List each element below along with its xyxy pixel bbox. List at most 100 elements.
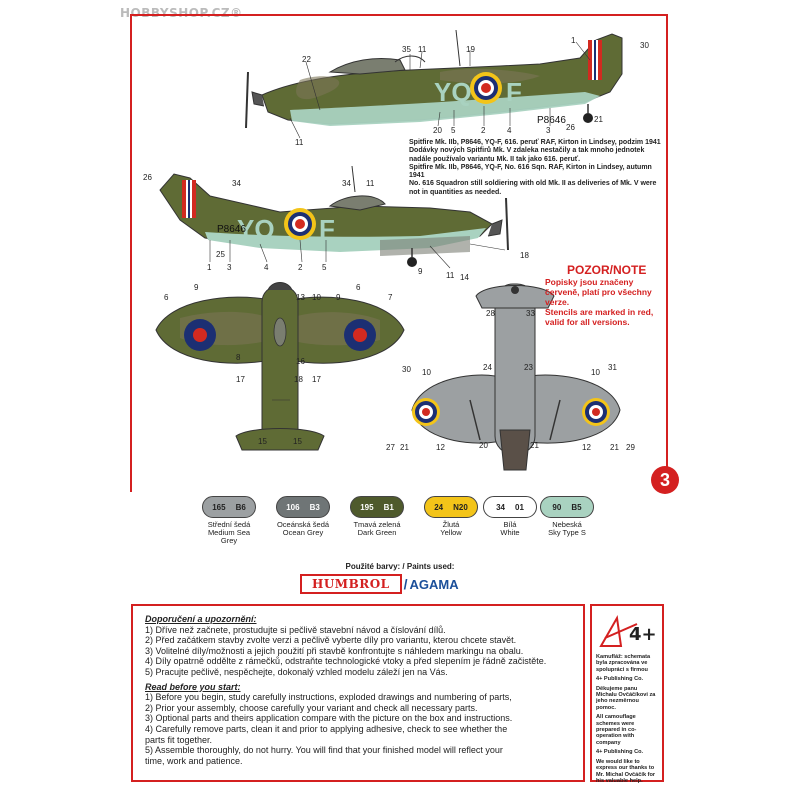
list-item: 4) Díly opatrně oddělte z rámečků, odstr… — [145, 656, 547, 667]
note-line: valid for all versions. — [545, 317, 630, 327]
svg-text:11: 11 — [366, 179, 375, 188]
instructions-list-en: 1) Before you begin, study carefully ins… — [145, 692, 575, 766]
svg-text:21: 21 — [594, 115, 603, 124]
list-item: 2) Před začátkem stavby zvolte verzi a p… — [145, 635, 517, 646]
humbrol-logo: HUMBROL — [300, 574, 402, 594]
svg-text:13: 13 — [296, 293, 305, 302]
svg-text:11: 11 — [418, 45, 427, 54]
note-line: verze. — [545, 297, 570, 307]
list-item: 2) Prior your assembly, choose carefully… — [145, 702, 478, 713]
watermark: HOBBYSHOP.CZ® — [120, 6, 243, 20]
list-item: 1) Before you begin, study carefully ins… — [145, 692, 512, 703]
svg-text:3: 3 — [546, 126, 551, 135]
svg-text:18: 18 — [520, 251, 529, 260]
agama-logo: AGAMA — [409, 576, 459, 592]
svg-text:21: 21 — [530, 441, 539, 450]
svg-text:4: 4 — [264, 263, 269, 272]
svg-text:26: 26 — [143, 173, 152, 182]
side-profile-starboard: YQ F P8646 — [159, 165, 509, 267]
list-item: 5) Assemble thoroughly, do not hurry. Yo… — [145, 745, 503, 756]
svg-text:12: 12 — [436, 443, 445, 452]
svg-text:17: 17 — [312, 375, 321, 384]
list-item: 3) Optional parts and theirs application… — [145, 713, 513, 724]
credits-text: We would like to express our thanks to M… — [596, 758, 656, 784]
4plus-logo: 4+ — [597, 610, 657, 650]
svg-text:20: 20 — [433, 126, 442, 135]
list-item: time, work and patience. — [145, 755, 243, 766]
svg-text:34: 34 — [342, 179, 351, 188]
plan-view-lower — [411, 283, 621, 471]
svg-text:8: 8 — [236, 353, 241, 362]
serial-port: P8646 — [537, 115, 566, 126]
svg-text:9: 9 — [194, 283, 199, 292]
paints-used-heading: Použité barvy: / Paints used: — [345, 562, 455, 571]
svg-text:1: 1 — [207, 263, 212, 272]
variant-caption: Spitfire Mk. IIb, P8646, YQ-F, 616. peru… — [409, 139, 664, 197]
svg-text:17: 17 — [236, 375, 245, 384]
svg-text:1: 1 — [571, 36, 576, 45]
callouts-top: 35 11 19 1 30 22 20 5 2 4 3 26 21 11 — [295, 36, 649, 147]
svg-text:34: 34 — [232, 179, 241, 188]
svg-text:16: 16 — [296, 357, 305, 366]
svg-text:35: 35 — [402, 45, 411, 54]
paint-brands: HUMBROL / AGAMA — [300, 574, 459, 594]
svg-text:10: 10 — [591, 368, 600, 377]
instructions-list-cz: 1) Dříve než začnete, prostudujte si peč… — [145, 625, 575, 678]
credits-text: 4+ Publishing Co. — [596, 676, 644, 683]
svg-text:28: 28 — [486, 309, 495, 318]
svg-text:9: 9 — [418, 267, 423, 276]
svg-text:11: 11 — [295, 138, 304, 147]
svg-text:31: 31 — [608, 363, 617, 372]
caption-text-en: No. 616 Squadron still soldiering with o… — [409, 180, 657, 196]
svg-text:10: 10 — [422, 368, 431, 377]
plan-view-upper — [155, 282, 405, 451]
svg-text:21: 21 — [610, 443, 619, 452]
note-title: POZOR/NOTE — [567, 263, 647, 277]
instructions-box: Doporučení a upozornění: 1) Dříve než za… — [131, 604, 585, 782]
credits-text: Kamufláž: schemata byla zpracována ve sp… — [596, 654, 651, 673]
list-item: parts fit together. — [145, 734, 213, 745]
list-item: 3) Volitelné díly/možnosti a jejich použ… — [145, 645, 524, 656]
instructions-heading-cz: Doporučení a upozornění: — [145, 614, 257, 624]
side-profile-port: YQ F P8646 — [245, 29, 623, 129]
svg-text:30: 30 — [402, 365, 411, 374]
svg-text:27: 27 — [386, 443, 395, 452]
code-letters-starboard: YQ — [237, 214, 275, 244]
code-letter-starboard: F — [319, 214, 335, 244]
credits-text: Děkujeme panu Michalu Ovčáčíkovi za jeho… — [596, 685, 656, 711]
note-line: červeně, platí pro všechny — [545, 287, 652, 297]
code-letters-port: YQ — [434, 77, 472, 107]
list-item: 1) Dříve než začnete, prostudujte si peč… — [145, 624, 446, 635]
svg-text:2: 2 — [298, 263, 303, 272]
note-line: Popisky jsou značeny — [545, 277, 634, 287]
stencil-note: POZOR/NOTE Popisky jsou značeny červeně,… — [545, 263, 660, 327]
caption-title-en: Spitfire Mk. IIb, P8646, YQ-F, No. 616 S… — [409, 163, 652, 180]
svg-text:22: 22 — [302, 55, 311, 64]
svg-text:29: 29 — [626, 443, 635, 452]
svg-text:5: 5 — [451, 126, 456, 135]
svg-text:21: 21 — [400, 443, 409, 452]
svg-text:6: 6 — [356, 283, 361, 292]
svg-text:18: 18 — [294, 375, 303, 384]
svg-text:4+: 4+ — [629, 624, 657, 645]
svg-text:10: 10 — [312, 293, 321, 302]
code-letter-port: F — [506, 77, 522, 107]
brand-separator: / — [403, 576, 408, 592]
list-item: 4) Carefully remove parts, clean it and … — [145, 723, 508, 734]
credits-text: 4+ Publishing Co. — [596, 749, 644, 756]
svg-text:9: 9 — [336, 293, 341, 302]
instructions-heading-en: Read before you start: — [145, 681, 241, 692]
credits-text: All camouflage schemes were prepared in … — [596, 714, 637, 746]
svg-text:20: 20 — [479, 441, 488, 450]
callouts-upper-view: 6 9 13 10 9 6 7 8 16 17 18 17 15 15 — [164, 283, 393, 446]
